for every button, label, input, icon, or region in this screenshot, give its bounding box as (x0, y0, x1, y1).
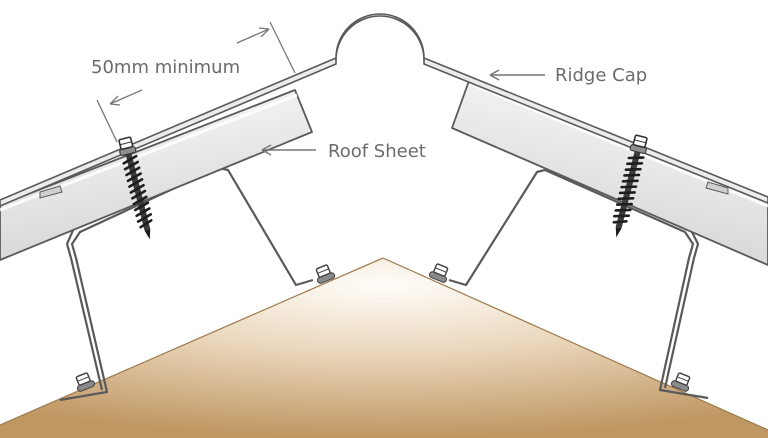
ridge-cap-label: Ridge Cap (555, 65, 647, 86)
dimension-label: 50mm minimum (91, 57, 240, 78)
timber-ridge (0, 257, 768, 438)
roof-sheet-leader (261, 144, 316, 156)
dimension-indicator (96, 21, 296, 143)
roof-sheet-label: Roof Sheet (328, 141, 426, 162)
ridge-cap (0, 13, 768, 207)
ridge-cap-leader (489, 69, 545, 81)
right-roof-sheet (451, 77, 768, 266)
